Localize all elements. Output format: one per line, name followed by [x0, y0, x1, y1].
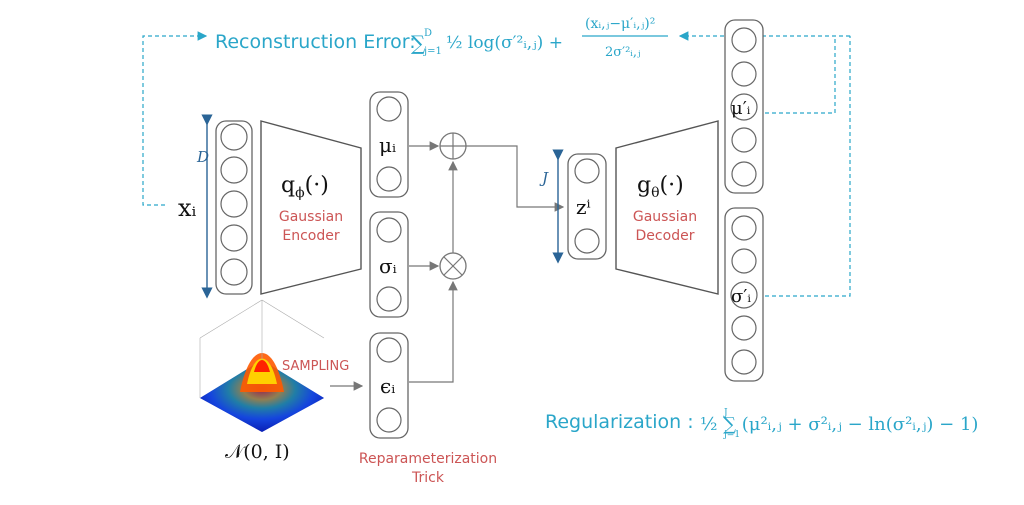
regularization-sum-sup: J [723, 408, 728, 418]
regularization-sum-sub: j=1 [723, 430, 740, 440]
reparam-line1: Reparameterization [359, 451, 497, 467]
input-vector [215, 120, 253, 295]
times-operator [439, 252, 467, 280]
input-dim-label: D [196, 148, 209, 166]
gaussian-decoder: gθ(·) Gaussian Decoder [615, 120, 719, 295]
decoder-arg: (·) [660, 173, 684, 198]
mu-prime-label: μ′ᵢ [731, 98, 751, 119]
sigma-prime-vector: σ′ᵢ [724, 207, 764, 382]
mu-label: μᵢ [379, 133, 396, 157]
encoder-line1: Gaussian [279, 209, 343, 225]
regularization-body: ½ ∑ (μ²ᵢ,ⱼ + σ²ᵢ,ⱼ − ln(σ²ᵢ,ⱼ) − 1) [700, 414, 978, 435]
gaussian-surface-plot: 𝒩(0, I) [199, 299, 325, 463]
encoder-line2: Encoder [282, 228, 339, 244]
sigma-vector: σᵢ [369, 211, 409, 318]
reconstruction-error-formula: Reconstruction Error: ∑ D j=1 ½ log(σ′²ᵢ… [215, 16, 668, 60]
regularization-prefix: Regularization : [545, 411, 694, 433]
reparam-line2: Trick [411, 470, 445, 486]
latent-vector: zⁱ [567, 153, 607, 260]
latent-label: zⁱ [576, 195, 591, 219]
decoder-func: g [637, 173, 651, 198]
regularization-formula: Regularization : ½ ∑ (μ²ᵢ,ⱼ + σ²ᵢ,ⱼ − ln… [545, 408, 978, 440]
svg-text:qϕ(·): qϕ(·) [281, 173, 329, 201]
decoder-line1: Gaussian [633, 209, 697, 225]
encoder-func: q [281, 173, 295, 198]
reconstruction-sum-sub: j=1 [423, 46, 442, 57]
reconstruction-half-log: ½ log(σ′²ᵢ,ⱼ) + [446, 33, 563, 53]
encoder-sub: ϕ [295, 185, 305, 201]
decoder-sub: θ [651, 185, 659, 201]
mu-prime-vector: μ′ᵢ [724, 19, 764, 194]
flow-arrows [409, 141, 565, 383]
reconstruction-feedback-lines [142, 31, 851, 297]
sampling-label: SAMPLING [282, 359, 349, 374]
mu-vector: μᵢ [369, 91, 409, 198]
epsilon-label: ϵᵢ [380, 374, 395, 398]
latent-dim-label: J [539, 169, 549, 187]
sigma-label: σᵢ [379, 254, 397, 278]
reconstruction-numerator: (xᵢ,ⱼ−μ′ᵢ,ⱼ)² [585, 16, 655, 32]
encoder-arg: (·) [305, 173, 329, 198]
reconstruction-sum-symbol: ∑ [411, 31, 426, 55]
epsilon-vector: ϵᵢ [369, 332, 409, 439]
gaussian-encoder: qϕ(·) Gaussian Encoder [260, 120, 362, 295]
normal-dist-label: 𝒩(0, I) [225, 441, 290, 463]
decoder-line2: Decoder [636, 228, 695, 244]
reconstruction-sum-sup: D [424, 28, 432, 39]
plus-operator [439, 132, 467, 160]
input-label: xᵢ [178, 194, 197, 222]
svg-text:gθ(·): gθ(·) [637, 173, 684, 201]
reconstruction-prefix: Reconstruction Error: [215, 31, 416, 53]
svg-text:Reconstruction Error:: Reconstruction Error: [215, 31, 416, 53]
sigma-prime-label: σ′ᵢ [731, 286, 751, 307]
reconstruction-denominator: 2σ′²ᵢ,ⱼ [605, 45, 641, 60]
